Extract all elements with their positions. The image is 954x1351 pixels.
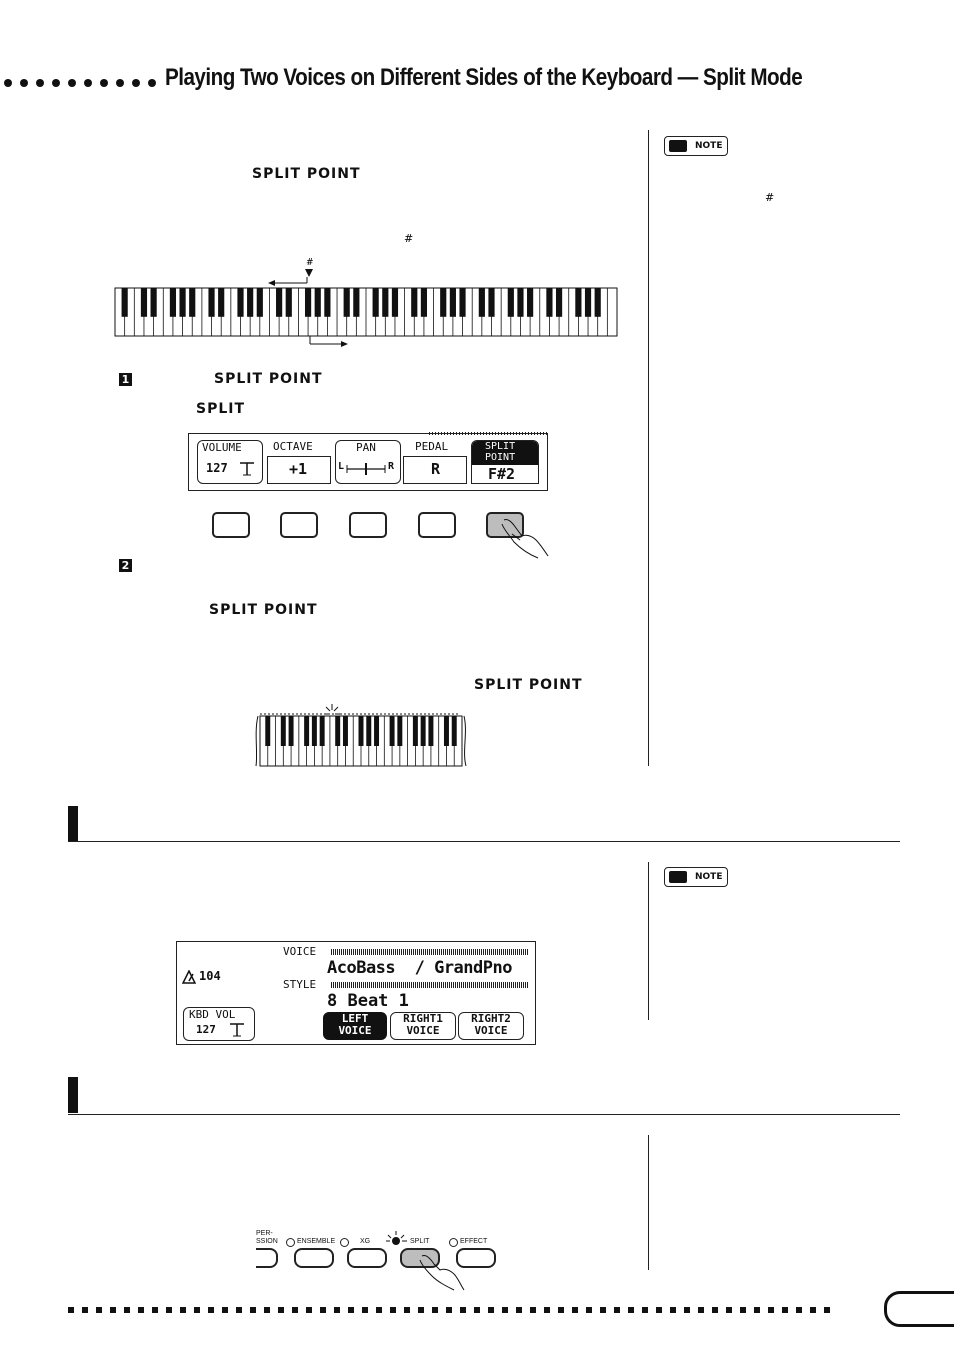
percussion-button[interactable] (256, 1248, 278, 1268)
split-point-line1: SPLIT (485, 441, 516, 452)
pan-cell: PAN L R (335, 440, 401, 484)
note-badge-top: NOTE (664, 136, 728, 156)
lcd-button-5-split-point[interactable] (486, 512, 524, 538)
kbd-vol-slider-icon (230, 1023, 244, 1037)
lcd-button-1[interactable] (212, 512, 250, 538)
ensemble-led (286, 1238, 295, 1247)
kbd-vol-cell: KBD VOL 127 (183, 1007, 255, 1041)
split-point-line2: POINT (485, 452, 516, 463)
step-1-split-label: SPLIT (196, 401, 246, 417)
style-value: 8 Beat 1 (327, 991, 409, 1011)
right2-voice-tab[interactable]: RIGHT2 VOICE (458, 1012, 524, 1040)
svg-text:#: # (306, 258, 314, 268)
xg-led (340, 1238, 349, 1247)
effect-button[interactable] (456, 1248, 496, 1268)
volume-slider-icon (240, 462, 254, 476)
effect-label: EFFECT (460, 1238, 488, 1245)
voice-value: AcoBass / GrandPno (327, 958, 512, 978)
left-voice-tab[interactable]: LEFT VOICE (323, 1012, 387, 1040)
left-voice-line2: VOICE (338, 1024, 372, 1037)
section-2-bar (68, 806, 78, 842)
octave-label: OCTAVE (273, 440, 313, 453)
pedal-value: R (431, 460, 441, 478)
pedal-label: PEDAL (415, 440, 449, 453)
right2-line2: VOICE (474, 1024, 508, 1037)
ensemble-button[interactable] (294, 1248, 334, 1268)
split-label: SPLIT (410, 1238, 430, 1245)
volume-cell: VOLUME 127 (197, 440, 263, 484)
note-icon-2 (669, 871, 687, 883)
effect-led (449, 1238, 458, 1247)
left-voice-line1: LEFT (341, 1012, 369, 1025)
right1-line1: RIGHT1 (403, 1012, 443, 1025)
split-point-value: F#2 (488, 465, 516, 483)
section-3-bar (68, 1077, 78, 1113)
kbd-vol-value: 127 (196, 1023, 216, 1036)
footer-dot-leader (68, 1307, 830, 1313)
mini-keyboard-diagram (255, 704, 467, 767)
pressing-hand-icon-2 (419, 1255, 465, 1291)
sidebar-divider-bottom (648, 1135, 649, 1270)
pan-slider-icon (346, 463, 386, 475)
split-point-label: SPLIT POINT (252, 166, 361, 182)
pan-left-label: L (338, 461, 345, 472)
octave-cell: OCTAVE +1 (267, 440, 331, 484)
pedal-cell: PEDAL R (403, 440, 467, 484)
xg-label: XG (360, 1238, 371, 1245)
lcd-button-4[interactable] (418, 512, 456, 538)
keyboard-diagram: # (114, 258, 618, 347)
voice-label: VOICE (283, 945, 317, 958)
split-point-cell: SPLIT POINT F#2 (471, 440, 539, 484)
header-dot-leader (4, 79, 164, 87)
page-title: Playing Two Voices on Different Sides of… (165, 64, 803, 91)
metronome-icon (182, 970, 196, 984)
sidebar-divider-middle (648, 862, 649, 1020)
octave-value: +1 (289, 460, 308, 478)
volume-label: VOLUME (202, 441, 242, 454)
page-number-tab (884, 1291, 954, 1327)
style-label: STYLE (283, 978, 317, 991)
main-lcd-display: 104 VOICE AcoBass / GrandPno STYLE 8 Bea… (176, 941, 536, 1045)
ensemble-label: ENSEMBLE (297, 1238, 336, 1245)
right2-line1: RIGHT2 (471, 1012, 511, 1025)
step-1-number: 1 (119, 373, 132, 386)
section-2-rule (68, 841, 900, 842)
note-badge-middle: NOTE (664, 867, 728, 887)
kbd-vol-label: KBD VOL (189, 1008, 236, 1021)
step-2-number: 2 (119, 559, 132, 572)
pan-right-label: R (388, 461, 395, 472)
note-label: NOTE (695, 141, 723, 151)
pressing-hand-icon (501, 519, 549, 559)
xg-button[interactable] (347, 1248, 387, 1268)
right1-voice-tab[interactable]: RIGHT1 VOICE (390, 1012, 456, 1040)
step-2-split-point-label-lower: SPLIT POINT (474, 677, 583, 693)
note-sharp-symbol: # (765, 191, 775, 204)
tempo-value: 104 (199, 969, 221, 983)
lcd-button-3[interactable] (349, 512, 387, 538)
split-button[interactable] (400, 1248, 440, 1268)
pan-label: PAN (356, 441, 376, 454)
section-3-rule (68, 1114, 900, 1115)
right1-line2: VOICE (406, 1024, 440, 1037)
sharp-symbol: # (404, 232, 414, 245)
step-1-split-point-label: SPLIT POINT (214, 371, 323, 387)
note-label-2: NOTE (695, 872, 723, 882)
step-2-split-point-label: SPLIT POINT (209, 602, 318, 618)
sidebar-divider-top (648, 130, 649, 766)
volume-value: 127 (206, 461, 228, 475)
note-icon (669, 140, 687, 152)
lcd-button-2[interactable] (280, 512, 318, 538)
percussion-partial-label: PER- SSION (256, 1230, 278, 1245)
split-led-lit-icon (386, 1231, 407, 1245)
split-lcd-display: VOLUME 127 OCTAVE +1 PAN L R PEDAL R SPL… (188, 432, 548, 491)
